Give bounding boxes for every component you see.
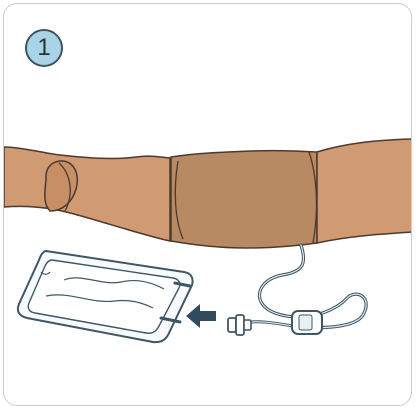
roller-clamp-icon bbox=[292, 311, 322, 334]
illustration bbox=[4, 4, 412, 406]
instruction-panel: 1 bbox=[3, 3, 412, 406]
arm-illustration bbox=[4, 139, 412, 248]
luer-connector-icon bbox=[228, 315, 251, 335]
connector-arrow-icon bbox=[186, 304, 216, 328]
iv-bag-icon bbox=[18, 251, 193, 342]
step-number: 1 bbox=[37, 36, 50, 60]
step-number-badge: 1 bbox=[25, 29, 63, 67]
